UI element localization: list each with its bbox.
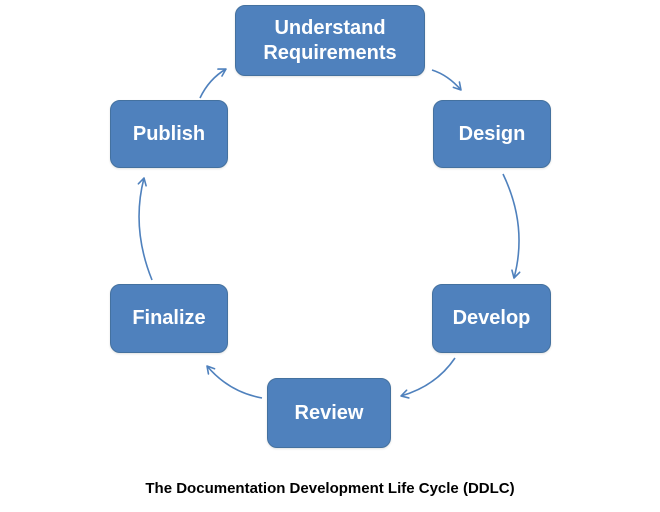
node-develop-label: Develop — [452, 307, 531, 329]
node-design-label: Design — [458, 122, 526, 145]
arrow-develop-to-review-icon — [400, 357, 456, 399]
node-design: Design — [433, 100, 551, 168]
arrow-review-to-finalize-icon — [206, 365, 263, 399]
node-publish-label: Publish — [132, 122, 206, 145]
node-finalize: Finalize — [110, 284, 228, 353]
node-finalize-label: Finalize — [132, 307, 206, 329]
diagram-caption: The Documentation Development Life Cycle… — [145, 480, 515, 497]
arrow-design-to-develop-icon — [502, 173, 521, 279]
node-understand-requirements: Understand Requirements — [235, 5, 425, 76]
arrow-finalize-to-publish-icon — [137, 177, 153, 281]
node-understand-requirements-label: Understand Requirements — [263, 16, 397, 64]
node-publish: Publish — [110, 100, 228, 168]
node-review: Review — [267, 378, 391, 448]
node-review-label: Review — [294, 401, 364, 424]
node-develop: Develop — [432, 284, 551, 353]
arrow-understand-to-design-icon — [431, 69, 462, 91]
arrow-publish-to-understand-icon — [199, 68, 227, 99]
